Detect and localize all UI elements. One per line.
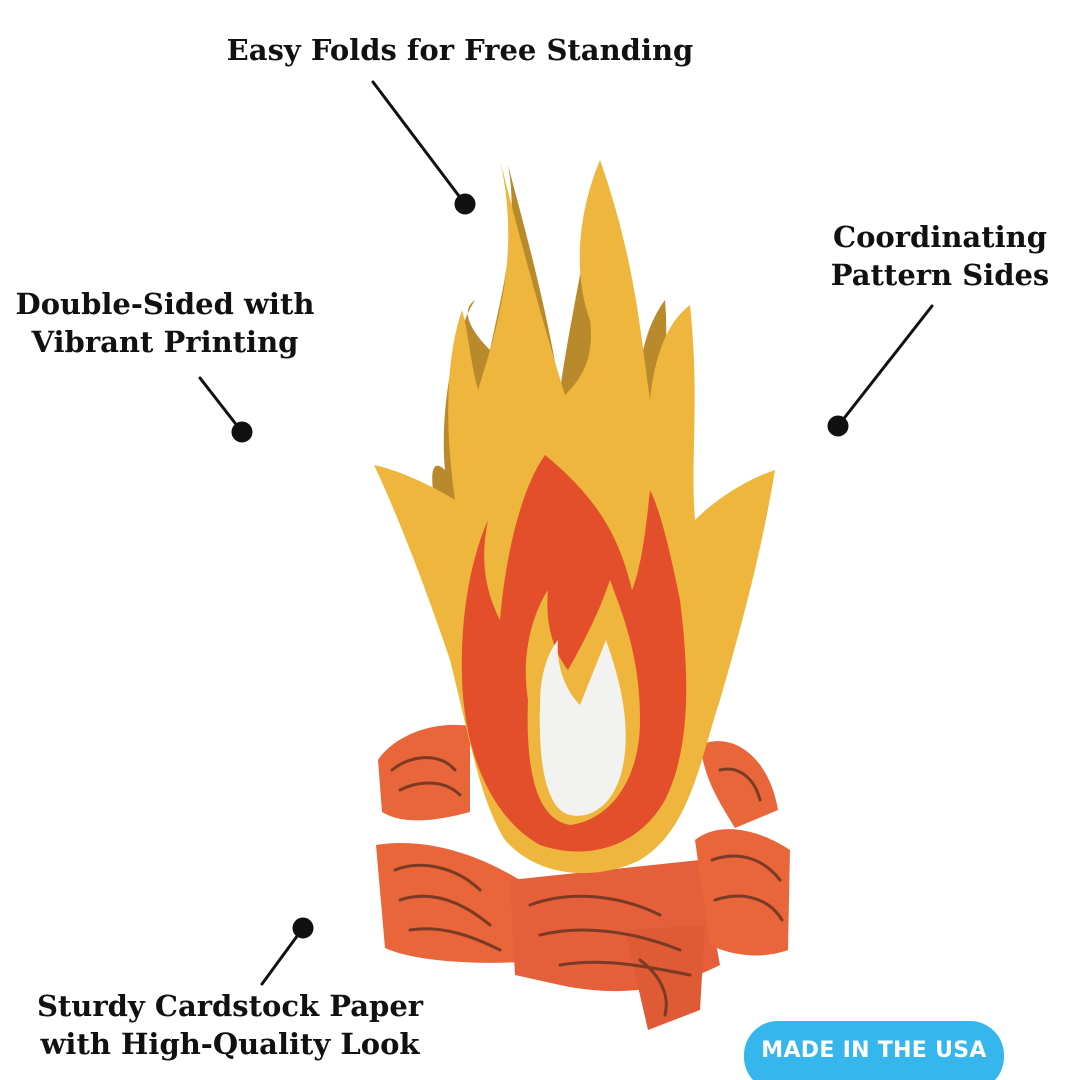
pointer-dot-icon	[454, 193, 476, 215]
callout-text: with High-Quality Look	[40, 1027, 420, 1061]
flame-inner	[539, 640, 626, 816]
callout-text: Coordinating	[833, 220, 1047, 254]
callout-text: Sturdy Cardstock Paper	[36, 989, 424, 1023]
log-stack	[376, 724, 790, 1030]
badge-label: MADE IN THE USA	[761, 1038, 987, 1063]
callout-text: Double-Sided with	[15, 287, 315, 321]
pointer-line-left	[198, 376, 244, 434]
pointer-dot-icon	[231, 421, 253, 443]
callout-text: Pattern Sides	[830, 258, 1050, 292]
pointer-line-right	[836, 304, 934, 428]
pointer-line-top	[371, 80, 467, 206]
callout-text: Easy Folds for Free Standing	[226, 33, 694, 67]
pointer-dot-icon	[292, 917, 314, 939]
callout-coordinating: Coordinating Pattern Sides	[800, 218, 1080, 294]
pointer-dot-icon	[827, 415, 849, 437]
callout-easy-folds: Easy Folds for Free Standing	[190, 31, 730, 69]
made-in-usa-badge: MADE IN THE USA	[744, 1021, 1004, 1080]
callout-sturdy-cardstock: Sturdy Cardstock Paper with High-Quality…	[20, 987, 440, 1063]
callout-text: Vibrant Printing	[31, 325, 299, 359]
pointer-line-bottom	[260, 926, 305, 986]
callout-double-sided: Double-Sided with Vibrant Printing	[10, 285, 320, 361]
